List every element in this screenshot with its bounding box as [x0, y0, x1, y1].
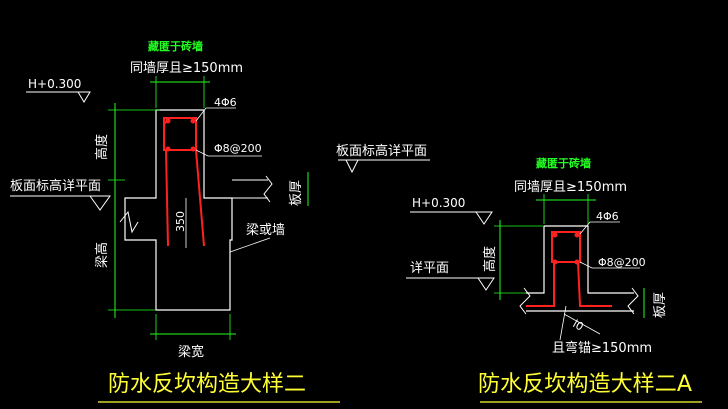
detail-1-rebar-dot: [165, 118, 171, 124]
detail-1-dowel-right: [195, 149, 205, 247]
detail-1-right-slab: [232, 179, 268, 199]
detail-2-rebar-dot: [552, 232, 558, 238]
detail-1-stirrup: Φ8@200: [214, 142, 262, 155]
detail-1-beam-height: 梁高: [94, 242, 110, 268]
detail-2-break-line-right: [627, 287, 639, 315]
detail-1-dim-350-label: 350: [174, 211, 187, 232]
detail-2-slab-level: 详平面: [410, 261, 449, 276]
detail-1-title: 防水反坎构造大样二: [108, 372, 306, 397]
detail-2-rebar-top: 4Φ6: [596, 210, 619, 223]
detail-1-break-line-left: [119, 210, 139, 234]
detail-2-stirrup: [551, 231, 581, 263]
detail-1-slab-level-right: 板面标高详平面: [336, 143, 427, 159]
detail-2-anchor-left: [526, 262, 555, 307]
detail-2-anchor-dim: l0: [571, 317, 586, 333]
detail-2-leader-4phi6: [579, 221, 620, 235]
detail-1-note-white: 同墙厚且≥150mm: [130, 61, 243, 76]
detail-2-height-label: 高度: [482, 246, 498, 272]
detail-1-level-marker-left: [10, 195, 111, 211]
detail-1-note-green: 藏匿于砖墙: [148, 39, 203, 53]
detail-1-level-top: H+0.300: [28, 77, 81, 91]
detail-2-level-marker-top: [410, 211, 493, 225]
detail-1-beam-width: 梁宽: [178, 344, 204, 360]
detail-1-rebar-dot: [165, 146, 171, 152]
detail-2-anchor-right: [577, 261, 612, 307]
detail-1: 藏匿于砖墙 同墙厚且≥150mm H+0.300 4Φ6 Φ8@200 板面标高…: [10, 39, 430, 403]
detail-2-kerb-outline: [526, 225, 634, 312]
detail-2-anchor-note: 且弯锚≥150mm: [552, 340, 652, 356]
detail-2-slab-thickness: 板厚: [653, 292, 668, 318]
detail-2-stirrup: Φ8@200: [598, 256, 646, 269]
detail-2-leader-stirrup: [579, 261, 640, 269]
detail-1-kerb-outline: [124, 109, 233, 311]
detail-1-leader-beam: [229, 237, 271, 253]
detail-2: 藏匿于砖墙 同墙厚且≥150mm H+0.300 4Φ6 Φ8@200 详平面 …: [406, 156, 702, 403]
detail-2-level-top: H+0.300: [412, 196, 465, 210]
detail-1-rebar-top: 4Φ6: [214, 96, 237, 109]
detail-1-leader-stirrup: [195, 149, 262, 157]
detail-2-dim-anchor: [563, 313, 601, 335]
detail-2-rebar-dot: [574, 259, 580, 265]
detail-1-break-line-right: [263, 175, 273, 203]
detail-1-slab-thickness: 板厚: [289, 180, 304, 206]
detail-2-leader-anchor: [559, 305, 567, 341]
detail-1-height-label: 高度: [94, 134, 110, 160]
detail-2-rebar-dot: [552, 259, 558, 265]
detail-2-note-green: 藏匿于砖墙: [536, 156, 591, 170]
detail-2-rebar-dot: [574, 232, 580, 238]
detail-1-rebar-dot: [190, 146, 196, 152]
detail-2-level-marker-slab: [406, 277, 495, 291]
detail-2-break-line-left: [519, 287, 531, 315]
detail-1-rebar-dot: [190, 118, 196, 124]
detail-1-leader-4phi6: [195, 107, 236, 122]
detail-1-level-marker-top: [26, 91, 91, 103]
detail-1-beam-or-wall: 梁或墙: [246, 223, 285, 238]
detail-1-dowel-left: [165, 149, 169, 247]
detail-1-level-marker-right: [338, 159, 430, 174]
detail-2-note-white: 同墙厚且≥150mm: [514, 180, 627, 195]
detail-2-title: 防水反坎构造大样二A: [478, 372, 692, 397]
detail-1-slab-level-left: 板面标高详平面: [10, 178, 101, 194]
